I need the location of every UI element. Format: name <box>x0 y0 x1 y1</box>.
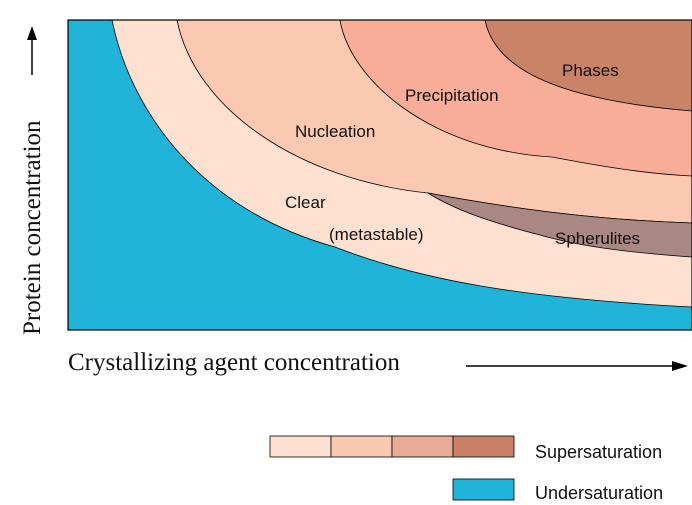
y-axis-label: Protein concentration <box>19 120 46 335</box>
legend-swatch-supersaturation-3 <box>391 435 454 458</box>
plot-frame <box>67 19 692 331</box>
legend-supersaturation-label: Supersaturation <box>535 442 662 462</box>
y-axis-arrow-icon <box>27 26 37 75</box>
region-phases <box>484 19 692 112</box>
label-spherulites: Spherulites <box>555 229 640 248</box>
label-clear: Clear <box>285 193 326 212</box>
x-axis-arrow-icon <box>466 361 688 371</box>
x-axis-label: Crystallizing agent concentration <box>68 349 400 376</box>
legend-swatch-undersaturation <box>452 478 515 501</box>
label-precipitation: Precipitation <box>405 86 499 105</box>
legend: Supersaturation Undersaturation <box>269 435 663 503</box>
region-spherulites <box>427 192 692 258</box>
label-nucleation: Nucleation <box>295 122 375 141</box>
legend-swatch-supersaturation-1 <box>269 435 332 458</box>
legend-swatch-supersaturation-2 <box>330 435 393 458</box>
legend-undersaturation-label: Undersaturation <box>535 483 663 503</box>
legend-swatch-supersaturation-4 <box>452 435 515 458</box>
region-undersaturation <box>67 19 692 331</box>
label-metastable: (metastable) <box>329 225 423 244</box>
label-phases: Phases <box>562 61 619 80</box>
